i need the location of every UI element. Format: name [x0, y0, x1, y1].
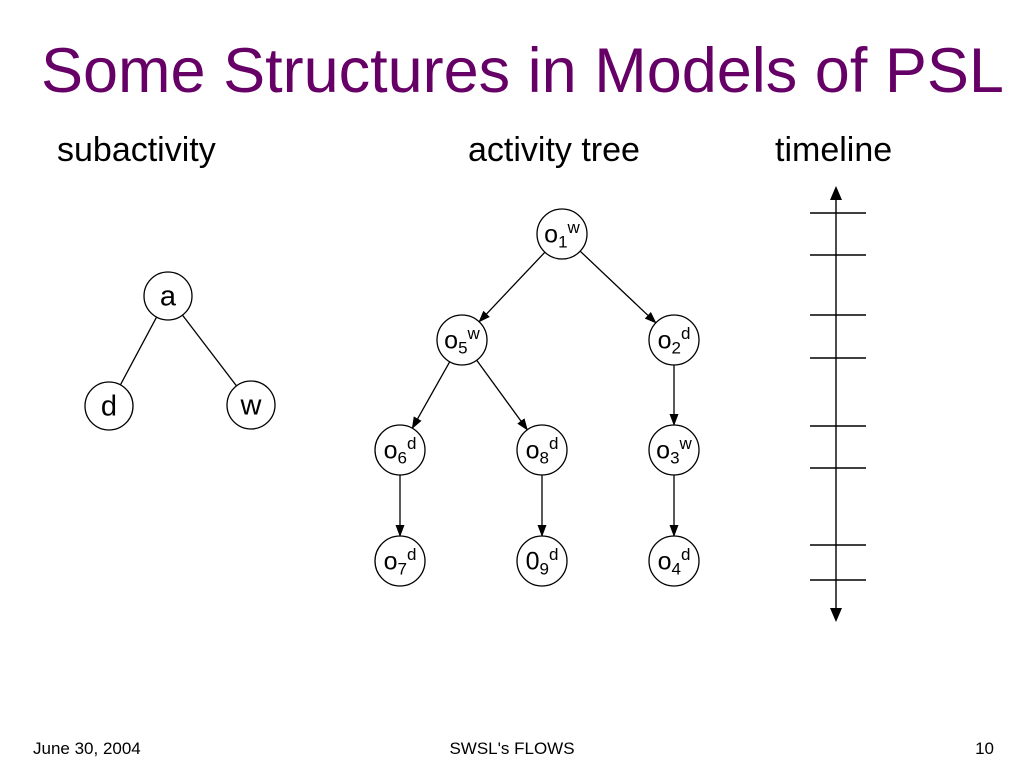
- node-circle-o9: [516, 535, 568, 587]
- node-superscript: w: [679, 434, 692, 454]
- node-label-o8d: o8d: [525, 435, 559, 468]
- edge-o5-o6: [411, 361, 451, 430]
- node-superscript: d: [406, 545, 417, 565]
- node-base: o: [544, 220, 559, 249]
- node-subscript: 4: [671, 559, 681, 579]
- node-base: o: [656, 436, 671, 465]
- subactivity-nodes: [84, 271, 276, 431]
- node-label-o7d: o7d: [383, 546, 417, 579]
- node-subscript: 6: [397, 448, 407, 468]
- node-label-o6d: o6d: [383, 435, 417, 468]
- node-subscript: 3: [670, 448, 680, 468]
- node-subscript: 5: [458, 338, 468, 358]
- slide-title: Some Structures in Models of PSL: [41, 36, 1004, 106]
- node-subscript: 9: [539, 559, 549, 579]
- edge-a-w: [181, 314, 238, 387]
- node-base: o: [657, 547, 672, 576]
- node-circle-w: [226, 380, 276, 430]
- node-superscript: d: [680, 545, 691, 565]
- node-circle-o5: [436, 314, 488, 366]
- timeline-arrowhead-down: [830, 608, 842, 622]
- node-base: 0: [525, 547, 540, 576]
- node-label-o9d: 09d: [525, 546, 559, 579]
- node-label-o1w: o1w: [544, 219, 580, 252]
- node-label-o2d: o2d: [657, 325, 691, 358]
- footer-title: SWSL's FLOWS: [449, 739, 575, 758]
- node-label-o3w: o3w: [656, 435, 692, 468]
- node-label-a: a: [159, 280, 177, 313]
- node-circle-o7: [374, 535, 426, 587]
- node-base: o: [383, 436, 398, 465]
- node-subscript: 8: [539, 448, 549, 468]
- node-circle-o8: [516, 424, 568, 476]
- node-circle-d: [84, 381, 134, 431]
- footer-date: June 30, 2004: [33, 739, 141, 758]
- timeline-axis: [810, 192, 866, 616]
- node-circle-o6: [374, 424, 426, 476]
- activity-tree-edges: [395, 250, 679, 537]
- edge-o5-o8: [476, 359, 528, 431]
- node-superscript: d: [680, 324, 691, 344]
- node-subscript: 7: [397, 559, 407, 579]
- edge-o1-o5: [478, 251, 546, 323]
- section-label-activity-tree: activity tree: [468, 131, 640, 169]
- node-superscript: d: [548, 434, 559, 454]
- subactivity-edges: [119, 314, 238, 387]
- section-label-subactivity: subactivity: [57, 131, 216, 169]
- node-superscript: d: [406, 434, 417, 454]
- node-circle-o2: [648, 314, 700, 366]
- node-circle-a: [143, 271, 193, 321]
- node-superscript: w: [467, 324, 480, 344]
- node-superscript: w: [567, 218, 580, 238]
- edge-a-d: [119, 316, 158, 386]
- activity-tree-nodes: [374, 208, 700, 587]
- edge-o1-o2: [579, 250, 657, 324]
- node-circle-o1: [536, 208, 588, 260]
- node-label-o4d: o4d: [657, 546, 691, 579]
- node-base: o: [444, 326, 459, 355]
- footer-page-number: 10: [975, 739, 994, 758]
- node-label-o5w: o5w: [444, 325, 480, 358]
- node-base: o: [525, 436, 540, 465]
- node-circle-o4: [648, 535, 700, 587]
- node-label-d: d: [100, 390, 118, 423]
- section-label-timeline: timeline: [775, 131, 893, 169]
- node-subscript: 2: [671, 338, 681, 358]
- node-subscript: 1: [558, 232, 568, 252]
- node-base: o: [383, 547, 398, 576]
- node-circle-o3: [648, 424, 700, 476]
- node-label-w: w: [240, 389, 262, 422]
- timeline-arrowhead-up: [830, 186, 842, 200]
- node-superscript: d: [548, 545, 559, 565]
- node-base: o: [657, 326, 672, 355]
